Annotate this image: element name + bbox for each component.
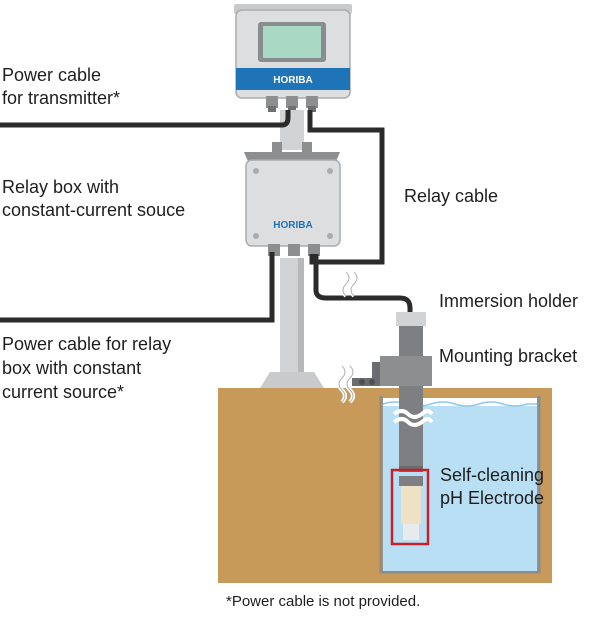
label-line: Power cable [2,65,102,85]
cable-break-mark [341,270,359,298]
label-line: constant-current souce [2,200,186,220]
pole-base [260,372,324,388]
ph-electrode [390,468,430,546]
tank-walls [379,396,541,574]
immersion-holder [396,312,426,472]
holder-break-mark [392,409,434,427]
relay-cable [307,110,385,265]
label-power-cable-relay-box: Power cable for relay box with constant … [2,332,171,404]
label-line: current source* [2,382,125,402]
power-cable-relay-box [0,252,275,323]
label-line: box with constant [2,358,142,378]
label-line: Self-cleaning [440,465,545,485]
label-relay-box: Relay box with constant-current souce [2,176,185,222]
relay-box: HORIBA [244,142,341,256]
electrode-highlight-box [390,468,430,546]
mounting-bracket [352,356,432,386]
mounting-pole-shade [298,258,304,388]
soil-ground [218,388,552,583]
label-relay-cable: Relay cable [404,186,499,206]
label-mounting-bracket: Mounting bracket [439,346,578,366]
label-power-cable-transmitter: Power cable for transmitter* [2,64,120,110]
transmitter-logo: HORIBA [273,75,312,86]
label-line: for transmitter* [2,88,121,108]
transmitter-unit: HORIBA [234,4,352,112]
electrode-cable [313,254,413,312]
upper-pole [280,110,304,150]
label-electrode: Self-cleaning pH Electrode [440,464,544,510]
relay-box-logo: HORIBA [273,220,312,231]
label-line: pH Electrode [440,488,545,508]
power-cable-transmitter [0,110,291,128]
label-line: Relay box with [2,177,120,197]
label-line: Power cable for relay [2,334,172,354]
label-immersion-holder: Immersion holder [439,291,579,311]
footnote: *Power cable is not provided. [226,593,421,610]
